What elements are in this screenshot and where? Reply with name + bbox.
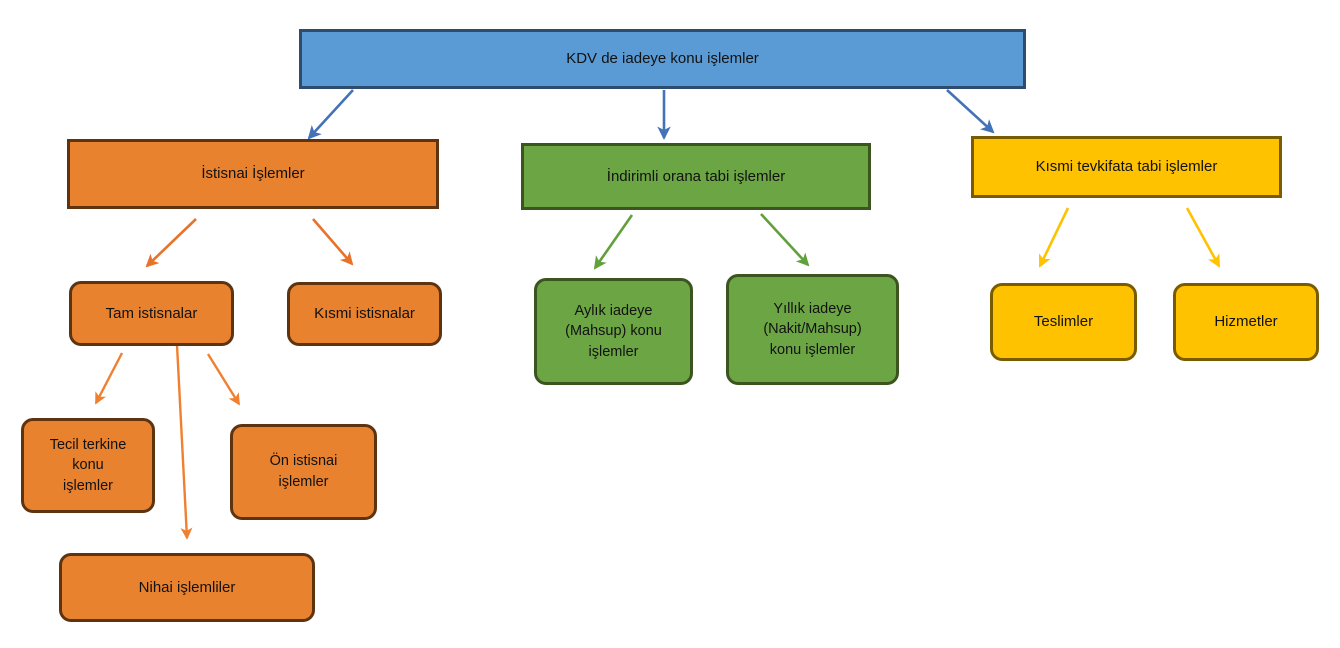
edge-indirimli-to-aylik bbox=[593, 214, 634, 270]
node-hizmetler[interactable]: Hizmetler bbox=[1173, 283, 1319, 361]
node-istisnai-islemler-label: İstisnai İşlemler bbox=[201, 165, 305, 183]
node-istisnai-islemler[interactable]: İstisnai İşlemler bbox=[67, 139, 439, 209]
node-hizmetler-label: Hizmetler bbox=[1214, 313, 1278, 331]
node-nihai-islemliler-label: Nihai işlemliler bbox=[138, 578, 236, 596]
node-root[interactable]: KDV de iadeye konu işlemler bbox=[299, 29, 1026, 89]
edge-tam-to-tecil bbox=[94, 352, 124, 405]
edge-indirimli-to-yillik bbox=[760, 213, 810, 267]
node-aylik-iadeye-mahsup[interactable]: Aylık iadeye (Mahsup) konu işlemler bbox=[534, 278, 693, 385]
node-teslimler[interactable]: Teslimler bbox=[990, 283, 1137, 361]
node-kismi-tevkifata-tabi-label: Kısmi tevkifata tabi işlemler bbox=[1035, 158, 1218, 176]
node-nihai-islemliler[interactable]: Nihai işlemliler bbox=[59, 553, 315, 622]
node-kismi-tevkifata-tabi[interactable]: Kısmi tevkifata tabi işlemler bbox=[971, 136, 1282, 198]
edge-root-to-istisnai bbox=[307, 89, 354, 140]
node-tam-istisnalar-label: Tam istisnalar bbox=[105, 304, 198, 322]
node-kismi-istisnalar-label: Kısmi istisnalar bbox=[314, 305, 415, 323]
edge-tam-to-nihai bbox=[175, 344, 193, 540]
node-teslimler-label: Teslimler bbox=[1033, 313, 1094, 331]
node-root-label: KDV de iadeye konu işlemler bbox=[566, 50, 759, 68]
node-kismi-istisnalar[interactable]: Kısmi istisnalar bbox=[287, 282, 442, 346]
node-tecil-terkine-konu-islemler-label: Tecil terkine konu işlemler bbox=[49, 436, 127, 494]
edge-tevkifat-to-hizmetler bbox=[1185, 207, 1221, 268]
node-yillik-iadeye-nakit-mahsup-label: Yıllık iadeye (Nakit/Mahsup) konu işleml… bbox=[763, 300, 862, 358]
node-on-istisnai-islemler-label: Ön istisnai işlemler bbox=[269, 453, 338, 490]
edge-istisnai-to-kismi bbox=[312, 218, 354, 266]
edge-tam-to-on-istisnai bbox=[206, 353, 241, 406]
node-indirimli-orana-tabi[interactable]: İndirimli orana tabi işlemler bbox=[521, 143, 871, 210]
node-on-istisnai-islemler[interactable]: Ön istisnai işlemler bbox=[230, 424, 377, 520]
node-indirimli-orana-tabi-label: İndirimli orana tabi işlemler bbox=[606, 167, 786, 185]
node-yillik-iadeye-nakit-mahsup[interactable]: Yıllık iadeye (Nakit/Mahsup) konu işleml… bbox=[726, 274, 899, 385]
edge-root-to-kismi-tevkifat bbox=[946, 89, 995, 134]
node-tam-istisnalar[interactable]: Tam istisnalar bbox=[69, 281, 234, 346]
edge-istisnai-to-tam bbox=[145, 218, 197, 268]
node-tecil-terkine-konu-islemler[interactable]: Tecil terkine konu işlemler bbox=[21, 418, 155, 513]
node-aylik-iadeye-mahsup-label: Aylık iadeye (Mahsup) konu işlemler bbox=[565, 302, 662, 360]
edge-tevkifat-to-teslimler bbox=[1038, 207, 1070, 268]
